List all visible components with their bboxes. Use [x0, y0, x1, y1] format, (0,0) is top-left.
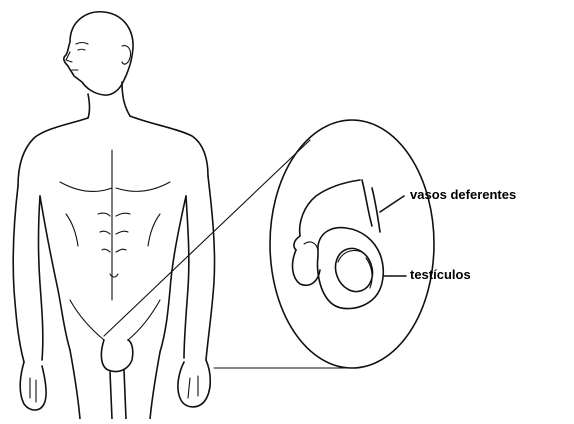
magnified-view: [270, 120, 434, 368]
label-vas-deferens: vasos deferentes: [410, 188, 516, 201]
male-figure: [13, 12, 214, 419]
label-testicles: testículos: [410, 268, 471, 281]
zoom-connector-lines: [104, 140, 348, 368]
